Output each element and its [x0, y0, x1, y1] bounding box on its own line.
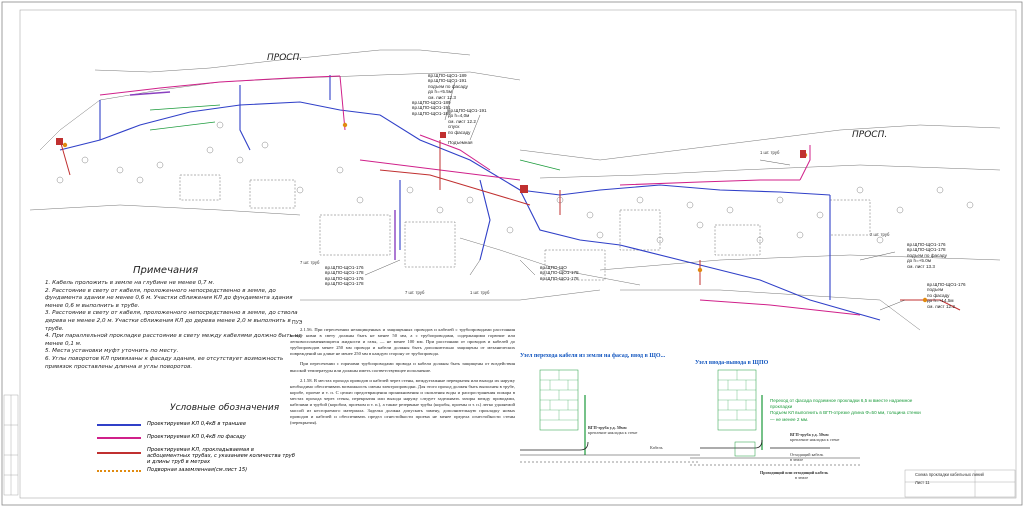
detail-left-drawing — [520, 369, 700, 463]
rules-text: 2.1.56. При пересечении незащищенных и з… — [290, 327, 515, 430]
legend-swatch-facade — [97, 437, 141, 439]
site-symbols — [56, 121, 974, 244]
callout-top-center-3: вр.ЩПО-ЩО1-189 вр.ЩПО-ЩО1-191 вр.ЩПО-ЩО1… — [412, 100, 451, 116]
title-block-text: Схема прокладки кабельных линий Лист 11 — [915, 472, 984, 485]
callout-right-mid: вр.ЩПО-ЩО1-176 вр.ЩПО-ЩО1-178 подъем по … — [907, 242, 947, 269]
buildings — [179, 174, 871, 281]
legend: Проектируемая КЛ 0,4кВ в траншее Проекти… — [97, 419, 297, 478]
cable-trench-lines — [59, 75, 881, 321]
pipe-label: 7 шт. труб — [300, 260, 320, 265]
leader-lines — [364, 81, 906, 311]
notes-title: Примечания — [133, 265, 199, 276]
green-lines — [149, 104, 561, 171]
rule-paragraph: 2.1.58. В местах прохода проводов и кабе… — [290, 377, 515, 426]
note-item: 3. Расстояние в свету от кабеля, проложе… — [45, 310, 298, 332]
pipe-label: 1 шт. труб — [470, 290, 490, 295]
note-item: 5. Места установки муфт уточнить по мест… — [45, 348, 179, 355]
notes-list: 1. Кабель проложить в земле на глубине н… — [45, 280, 303, 371]
detail-right-pipe: ВГП-труба у.д. 50мм крепление накладка к… — [790, 432, 840, 442]
legend-item: Проектируемая КЛ 0,4кВ в траншее — [97, 419, 297, 432]
legend-swatch-grounding — [97, 470, 141, 472]
callout-right-low: вр.ЩПО-ЩО1-176 подъем по фасаду до h=+14… — [927, 282, 966, 309]
pipe-label: 1 шт. труб — [760, 150, 780, 155]
left-margin-stamp — [3, 394, 19, 496]
cable-facade-lines — [99, 75, 861, 316]
callout-top-center: вр.ЩПО-ЩО1-189 вр.ЩПО-ЩО1-191 подъем по … — [428, 73, 468, 100]
detail-right-drawing — [690, 369, 860, 466]
legend-title: Условные обозначения — [170, 403, 280, 413]
detail-left-pipe: ВГП-труба у.д. 50мм крепление накладка к… — [588, 425, 638, 435]
street-label-right: ПРОСП. — [852, 130, 888, 140]
rule-paragraph: При пересечении с горячими трубопроводам… — [290, 361, 515, 373]
legend-item: Проектируемая КЛ, прокладываемая в асбоц… — [97, 445, 297, 465]
pipe-label: 7 шт. труб — [405, 290, 425, 295]
street-label-left: ПРОСП. — [267, 53, 303, 63]
legend-item: Проектируемая КЛ 0,4кВ по фасаду — [97, 432, 297, 445]
cable-other-lines — [129, 91, 396, 260]
callout-left-mid: вр.ЩПО-ЩО1-176 вр.ЩПО-ЩО1-178 вр.ЩПО-ЩО1… — [325, 265, 364, 287]
equipment-blocks — [56, 132, 806, 193]
callout-lift: Подъемная — [448, 140, 473, 145]
rules-code: ПУЭ — [292, 320, 303, 326]
rule-paragraph: 2.1.56. При пересечении незащищенных и з… — [290, 327, 515, 357]
title-block — [904, 469, 1016, 498]
detail-left-title: Узел перехода кабеля из земли на фасад, … — [520, 353, 666, 359]
note-item: 6. Углы поворотов КЛ привязаны к фасаду … — [45, 355, 284, 370]
detail-right-bottom: Проходящий или отходящий кабель в земле — [760, 470, 829, 480]
note-item: 1. Кабель проложить в земле на глубине н… — [45, 280, 215, 286]
detail-right-cable: Отходящий кабель в земле — [790, 452, 824, 462]
note-item: 2. Расстояние в свету от кабеля, проложе… — [45, 287, 293, 309]
legend-item: Подворная заземленная(см.лист 15) — [97, 465, 297, 478]
legend-swatch-trench — [97, 424, 141, 426]
detail-right-title: Узел ввода-вывода в ЩПО — [695, 360, 769, 366]
callout-center-mid: вр.ЩПО-ЩО вр.ЩПО-ЩО1-178 вр.ЩПО-ЩО1-178 — [540, 265, 579, 281]
pipe-label: 2 шт. труб — [870, 232, 890, 237]
cable-pipe-lines — [59, 139, 961, 311]
legend-swatch-pipe — [97, 452, 141, 454]
detail-left-cable: Кабель — [650, 445, 663, 450]
inner-frame — [19, 9, 1017, 499]
note-item: 4. При параллельной прокладке расстояние… — [45, 333, 302, 347]
callout-top-center-2: вр.ЩПО-ЩО1-191 до h=4,0м см. лист 12.2 с… — [448, 108, 487, 135]
green-note: Переход от фасада подземное прокладки 6,… — [770, 398, 921, 422]
